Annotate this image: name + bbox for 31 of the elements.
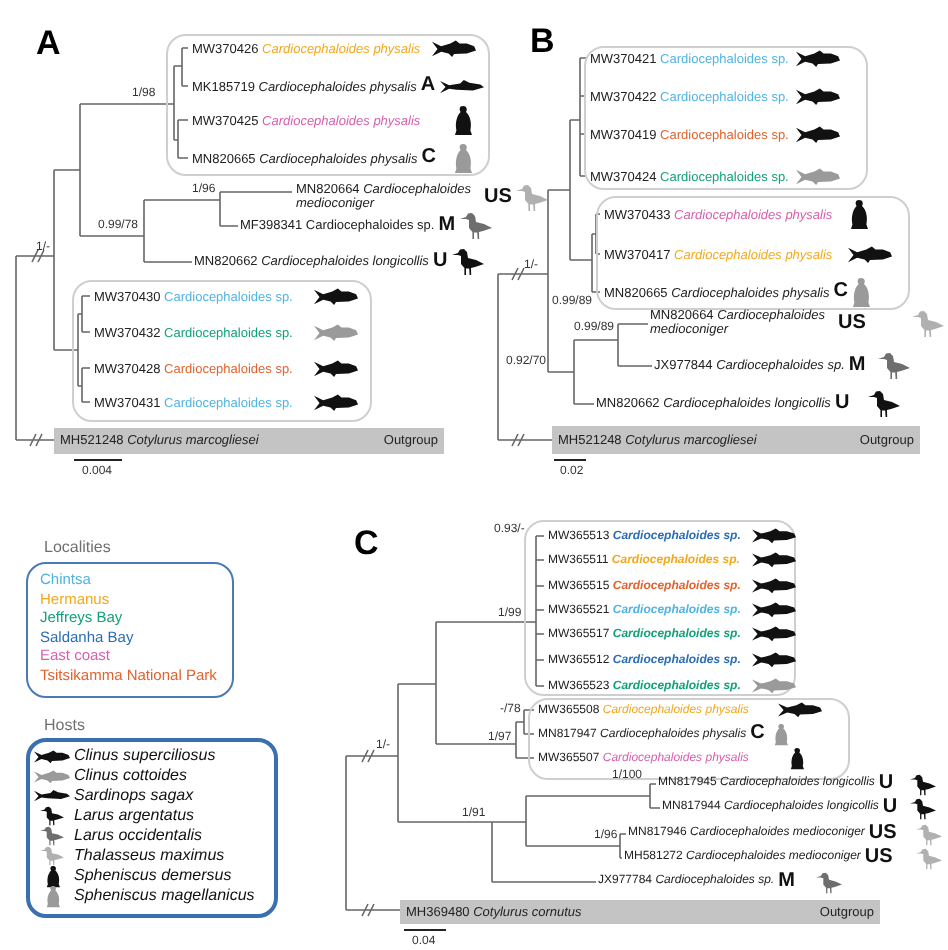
legend-entry: Thalasseus maximus bbox=[74, 848, 225, 864]
legend-entry: Clinus superciliosus bbox=[74, 748, 216, 764]
legend-entry: Larus occidentalis bbox=[74, 828, 203, 844]
panel-letter: C bbox=[354, 526, 379, 560]
host-code: C bbox=[833, 280, 848, 304]
host-code: US bbox=[484, 186, 512, 210]
legend-title: Localities bbox=[44, 540, 111, 556]
host-code: US bbox=[868, 822, 897, 846]
host-code: M bbox=[848, 354, 866, 378]
host-code: M bbox=[778, 870, 795, 894]
host-code: U bbox=[882, 796, 898, 820]
outgroup-band bbox=[400, 900, 880, 924]
outgroup-band bbox=[552, 426, 920, 454]
host-code: U bbox=[878, 772, 894, 796]
host-code: A bbox=[420, 74, 436, 98]
host-code: C bbox=[750, 722, 765, 746]
legend-entry: Spheniscus demersus bbox=[74, 868, 232, 884]
host-code: US bbox=[838, 312, 866, 336]
host-code: U bbox=[432, 250, 448, 274]
legend-entry: Spheniscus magellanicus bbox=[74, 888, 255, 904]
host-code: U bbox=[834, 392, 850, 416]
legend-entry: Sardinops sagax bbox=[74, 788, 194, 804]
panel-letter: B bbox=[530, 24, 555, 58]
legend-entry: Clinus cottoides bbox=[74, 768, 187, 784]
host-code: US bbox=[864, 846, 893, 870]
host-code: M bbox=[438, 214, 456, 238]
panel-letter: A bbox=[36, 26, 61, 60]
outgroup-band bbox=[54, 428, 444, 454]
legend-title: Hosts bbox=[44, 718, 85, 734]
legend-entry: Larus argentatus bbox=[74, 808, 195, 824]
host-code: C bbox=[421, 146, 436, 170]
